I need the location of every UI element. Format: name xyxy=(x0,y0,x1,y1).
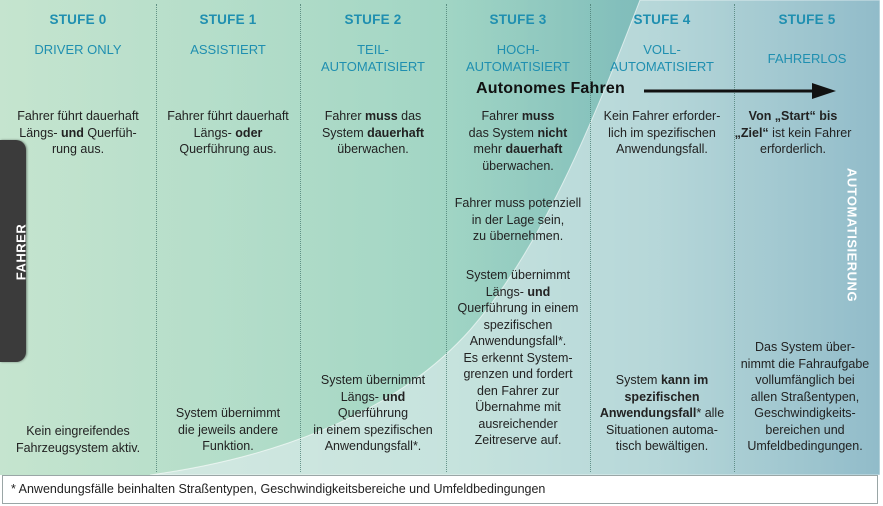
column-stufe-0: STUFE 0 DRIVER ONLY Fahrer führt dauerha… xyxy=(0,0,156,475)
column-divider xyxy=(156,4,157,472)
footnote: * Anwendungsfälle beinhalten Straßentype… xyxy=(11,482,546,496)
footnote-box: * Anwendungsfälle beinhalten Straßentype… xyxy=(2,475,878,504)
column-stufe-3: STUFE 3 HOCH- AUTOMATISIERT Fahrer muss … xyxy=(446,0,590,475)
level-name: TEIL- AUTOMATISIERT xyxy=(320,42,425,74)
autonomes-fahren-label: Autonomes Fahren xyxy=(476,80,625,97)
level-bottom-text: Das System über- nimmt die Fahraufgabe v… xyxy=(740,340,870,453)
arrow-right-icon xyxy=(644,83,836,99)
column-divider xyxy=(590,4,591,472)
driver-tab xyxy=(0,140,26,362)
level-top-text: Fahrer führt dauerhaft Längs- oder Querf… xyxy=(167,109,289,156)
level-bottom-text: System übernimmt Längs- und Querführung … xyxy=(457,268,579,447)
level-top-text: Von „Start“ bis „Ziel“ ist kein Fahrer e… xyxy=(734,109,852,156)
level-top-text: Fahrer muss das System nicht mehr dauerh… xyxy=(468,109,568,173)
column-stufe-4: STUFE 4 VOLL- AUTOMATISIERT Kein Fahrer … xyxy=(590,0,734,475)
column-divider xyxy=(446,4,447,472)
column-stufe-5: STUFE 5 FAHRERLOS Von „Start“ bis „Ziel“… xyxy=(734,0,880,475)
background-gradient xyxy=(0,0,880,475)
column-divider xyxy=(300,4,301,472)
level-title: STUFE 1 xyxy=(199,12,257,27)
level-top-text: Fahrer muss das System dauerhaft überwac… xyxy=(321,109,425,156)
column-stufe-2: STUFE 2 TEIL- AUTOMATISIERT Fahrer muss … xyxy=(300,0,446,475)
level-name: DRIVER ONLY xyxy=(34,42,122,57)
level-name: ASSISTIERT xyxy=(190,42,266,57)
level-name: VOLL- AUTOMATISIERT xyxy=(609,42,714,74)
level-title: STUFE 4 xyxy=(633,12,691,27)
column-stufe-1: STUFE 1 ASSISTIERT Fahrer führt dauerhaf… xyxy=(156,0,300,475)
level-bottom-text: Kein eingreifendes Fahrzeugsystem aktiv. xyxy=(15,424,141,455)
level-top-text: Fahrer führt dauerhaft Längs- und Querfü… xyxy=(17,109,139,156)
level-title: STUFE 3 xyxy=(489,12,547,27)
driver-label: FAHRER xyxy=(13,223,29,281)
automation-label: AUTOMATISIERUNG xyxy=(844,167,860,303)
level-bottom-text: System kann im spezifischen Anwendungsfa… xyxy=(599,373,725,453)
level-top-text: Kein Fahrer erforder- lich im spezifisch… xyxy=(603,109,721,156)
level-name: HOCH- AUTOMATISIERT xyxy=(465,42,570,74)
level-name: FAHRERLOS xyxy=(767,51,847,66)
level-title: STUFE 0 xyxy=(49,12,107,27)
level-bottom-text: System übernimmt Längs- und Querführung … xyxy=(313,373,433,453)
column-divider xyxy=(734,4,735,472)
level-title: STUFE 2 xyxy=(344,12,402,27)
level-title: STUFE 5 xyxy=(778,12,836,27)
level-bottom-text: System übernimmt die jeweils andere Funk… xyxy=(175,406,281,453)
level-middle-text: Fahrer muss potenziell in der Lage sein,… xyxy=(454,196,582,243)
